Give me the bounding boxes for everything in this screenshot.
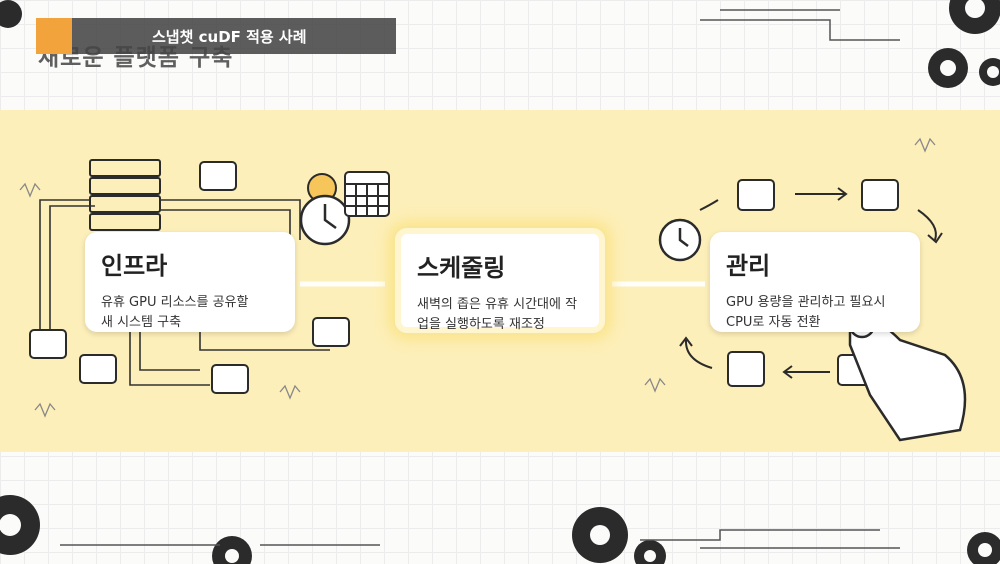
card-scheduling-desc-line1: 새벽의 좁은 유휴 시간대에 작 — [417, 297, 578, 312]
badge-accent — [36, 18, 72, 54]
card-management-desc-line2: CPU로 자동 전환 — [726, 315, 821, 330]
chip-icon — [211, 364, 249, 394]
chip-icon — [79, 354, 117, 384]
gear-icon — [634, 540, 666, 564]
card-infra-desc-line2: 새 시스템 구축 — [101, 315, 182, 330]
cable-bundle — [39, 199, 330, 386]
card-management: 관리 GPU 용량을 관리하고 필요시 CPU로 자동 전환 — [710, 232, 920, 332]
card-infra-desc-line1: 유휴 GPU 리소스를 공유할 — [101, 295, 249, 310]
chip-icon — [199, 161, 237, 191]
title-badge: 스냅챗 cuDF 적용 사례 — [36, 18, 396, 54]
card-scheduling: 스케줄링 새벽의 좁은 유휴 시간대에 작 업을 실행하도록 재조정 — [395, 228, 605, 333]
calendar-icon — [344, 171, 390, 217]
doodle-marks — [19, 137, 936, 418]
card-scheduling-title: 스케줄링 — [417, 254, 506, 282]
cycle-arrow-icon — [679, 187, 943, 379]
card-infra: 인프라 유휴 GPU 리소스를 공유할 새 시스템 구축 — [85, 232, 295, 332]
chip-icon — [312, 317, 350, 347]
chip-icon — [727, 351, 765, 387]
gear-icon — [212, 536, 252, 564]
chip-icon — [861, 179, 899, 211]
gear-icon — [572, 507, 628, 563]
server-icon — [89, 159, 161, 231]
card-infra-title: 인프라 — [101, 252, 168, 280]
circuit-lines — [60, 9, 900, 549]
clock-icon — [299, 194, 351, 246]
card-management-desc-line1: GPU 용량을 관리하고 필요시 — [726, 295, 886, 310]
gear-icon — [928, 48, 968, 88]
gear-icon — [967, 532, 1000, 564]
gear-icon — [0, 495, 40, 555]
gear-icon — [979, 58, 1000, 86]
alarm-clock-icon — [658, 218, 702, 262]
card-management-title: 관리 — [726, 252, 771, 280]
gear-icon — [949, 0, 1000, 34]
chip-icon — [737, 179, 775, 211]
chip-icon — [29, 329, 67, 359]
badge-title: 스냅챗 cuDF 적용 사례 — [72, 18, 396, 54]
card-scheduling-desc-line2: 업을 실행하도록 재조정 — [417, 317, 545, 332]
gear-icon — [0, 0, 22, 28]
